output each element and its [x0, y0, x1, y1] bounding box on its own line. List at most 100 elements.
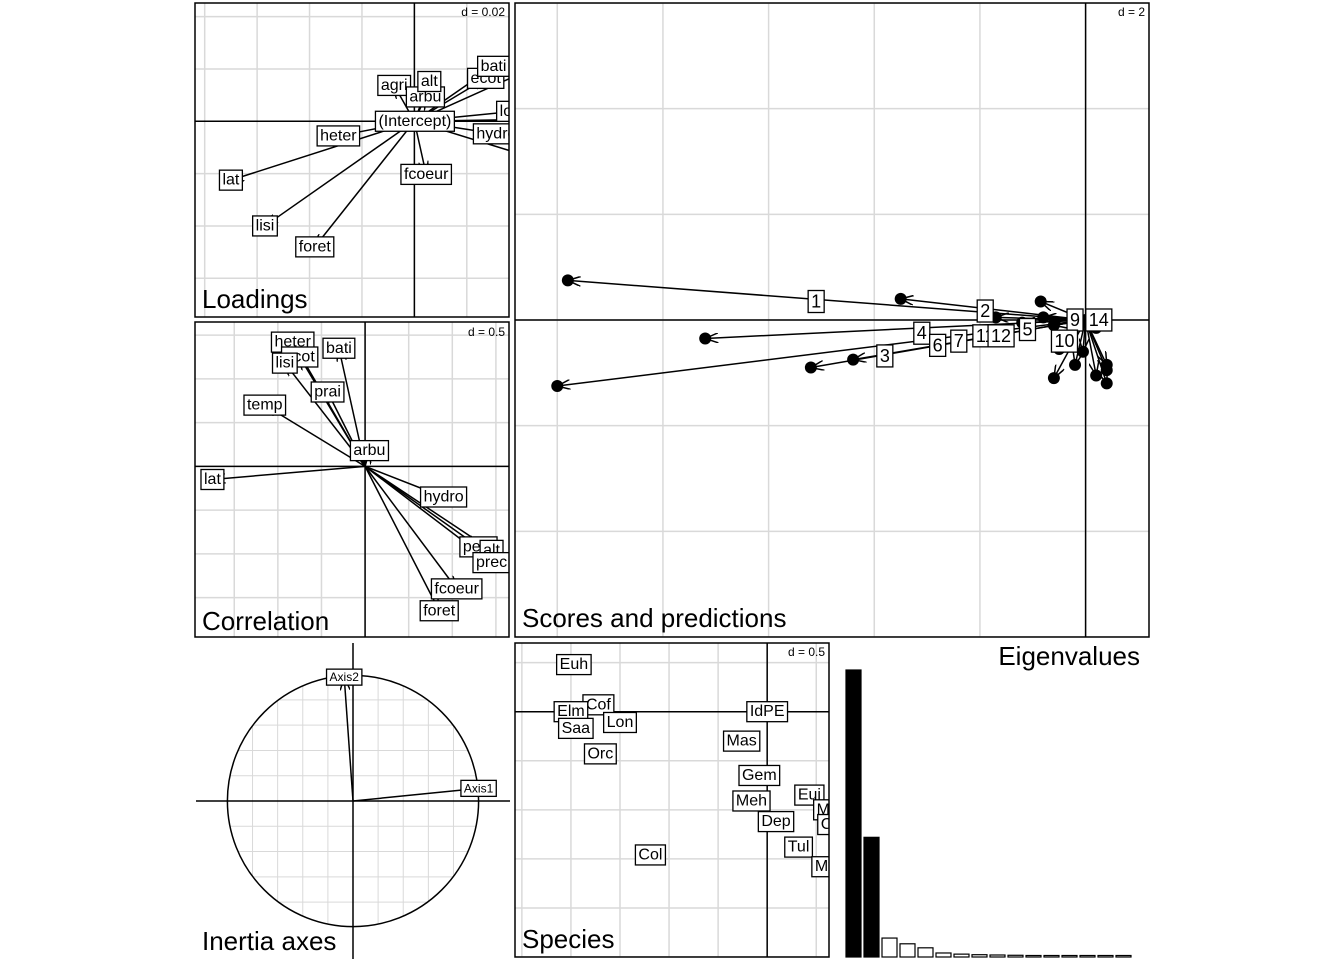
species-frame: [515, 643, 829, 957]
point-label-text: Elm: [557, 703, 585, 720]
label-box: [322, 337, 356, 359]
point-label-text: lisi: [276, 355, 295, 372]
label-box: [460, 779, 497, 798]
label-box: [757, 810, 795, 833]
point-label-text: Cir: [821, 816, 842, 833]
point-label: prai: [310, 381, 345, 403]
point-label-text: bati: [481, 58, 507, 75]
point-label: 1: [807, 289, 825, 314]
point-label-text: Myo: [815, 858, 845, 875]
eigenvalue-bar: [1025, 954, 1042, 958]
point-label-text: 7: [954, 331, 964, 351]
eigenvalue-bar: [935, 952, 952, 958]
point-label-text: arbu: [409, 88, 441, 105]
point-label: 14: [1085, 308, 1113, 332]
point-label-text: lat: [204, 471, 221, 488]
point-label: Col: [634, 844, 667, 866]
point-label: Cir: [817, 813, 842, 836]
point-label-text: 4: [917, 323, 927, 343]
label-box: [634, 844, 667, 866]
prediction-point: [894, 292, 907, 305]
point-label-text: prai: [314, 384, 341, 401]
loadings-title: Loadings: [202, 284, 308, 314]
label-box: [349, 439, 390, 462]
label-box: [557, 717, 594, 740]
label-box: [472, 123, 509, 145]
prediction-point: [1034, 295, 1047, 308]
point-label-text: Col: [638, 846, 662, 863]
prediction-point: [847, 353, 860, 366]
label-box: [722, 730, 761, 752]
point-label: hydro: [419, 486, 468, 508]
prediction-point: [561, 274, 574, 287]
prediction-point: [1076, 345, 1089, 358]
label-box: [419, 486, 468, 508]
point-label: arbu: [349, 439, 390, 462]
point-label: long: [495, 100, 530, 122]
label-box: [495, 100, 509, 122]
inertia-title: Inertia axes: [202, 926, 336, 956]
point-label: lisi: [251, 215, 278, 237]
point-label: Axis1: [460, 779, 497, 798]
label-box: [374, 110, 456, 132]
prediction-point: [551, 380, 564, 393]
label-box: [738, 764, 781, 787]
prediction-point: [1047, 319, 1060, 332]
label-box: [817, 813, 829, 836]
vector-arrow: [344, 677, 354, 802]
point-label-text: hydro: [476, 125, 516, 142]
label-box: [583, 743, 617, 765]
label-box: [430, 578, 483, 600]
point-label: fcoeur: [400, 163, 453, 186]
point-label-text: foret: [299, 238, 332, 255]
eigenvalues-panel: Eigenvalues: [845, 641, 1140, 958]
point-label: bati: [476, 55, 509, 77]
point-label: Lon: [602, 711, 637, 734]
circle-mask: [196, 643, 510, 959]
point-label: Orc: [583, 743, 617, 765]
point-label-text: Tul: [788, 839, 810, 856]
point-label-text: alt: [421, 73, 438, 90]
eigenvalue-bar: [971, 954, 988, 958]
point-label-text: long: [500, 103, 530, 120]
point-label-text: lat: [222, 172, 239, 189]
species-panel: EuhCofElmLonSaaIdPEMasOrcGemEujMehMafDep…: [514, 642, 845, 958]
eigenvalue-bar: [1061, 954, 1078, 958]
point-label-text: 1: [811, 292, 821, 312]
label-box: [602, 711, 637, 734]
prediction-point: [699, 332, 712, 345]
point-label: 2: [976, 299, 994, 323]
point-label: prec: [472, 551, 509, 574]
vector-arrow: [352, 788, 479, 802]
label-box: [419, 600, 459, 622]
prediction-point: [1100, 358, 1113, 371]
eigenvalue-bar: [989, 954, 1006, 958]
label-box: [200, 468, 225, 491]
correlation-d-label: d = 0.5: [468, 325, 505, 339]
point-label: Dep: [757, 810, 795, 833]
prediction-point: [1100, 377, 1113, 390]
label-box: [271, 352, 298, 374]
point-label-text: Cof: [586, 696, 611, 713]
point-label: Gem: [738, 764, 781, 787]
point-label: Saa: [557, 717, 594, 740]
scores-d-label: d = 2: [1118, 5, 1145, 19]
point-label: 4: [913, 321, 931, 345]
point-label: foret: [295, 236, 335, 258]
label-box: [811, 856, 829, 878]
point-label-text: 9: [1070, 310, 1080, 330]
species-d-label: d = 0.5: [788, 645, 825, 659]
eigenvalue-bar: [1115, 954, 1132, 958]
correlation-title: Correlation: [202, 606, 329, 636]
point-label-text: bati: [326, 340, 352, 357]
point-label-text: 5: [1022, 320, 1032, 340]
point-label-text: agri: [381, 77, 408, 94]
point-label-text: hydro: [424, 489, 464, 506]
label-box: [1050, 329, 1079, 353]
label-box: [929, 333, 947, 358]
label-box: [1018, 317, 1037, 342]
eigenvalue-bar: [1007, 954, 1024, 958]
eigenvalue-bar: [1079, 954, 1096, 958]
